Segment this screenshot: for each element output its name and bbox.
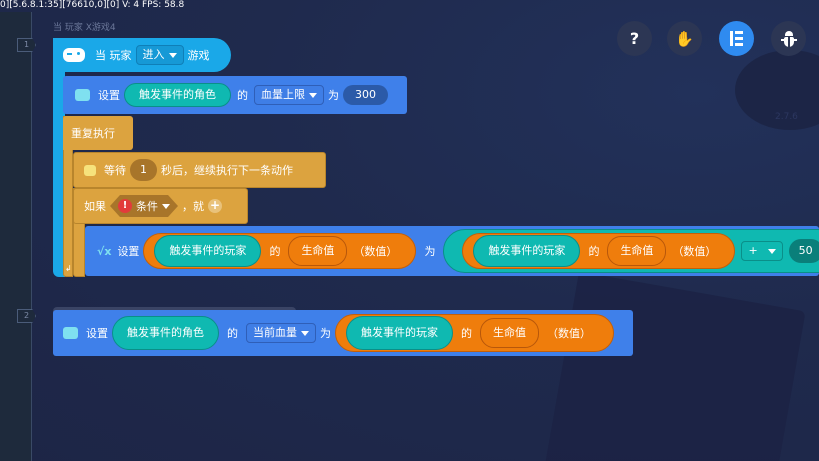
event-when-label: 当 玩家 (95, 49, 132, 62)
line-number-2[interactable]: 2 (17, 309, 36, 323)
to-label: 为 (424, 245, 436, 258)
property-hp-pill[interactable]: 生命值 (607, 236, 667, 266)
of-label: 的 (269, 245, 281, 258)
type-label: （数值） (672, 245, 717, 258)
hand-tool-button[interactable]: ✋ (667, 21, 702, 56)
loop-arrow-icon: ↲ (65, 264, 72, 273)
if-label: 如果 (84, 200, 106, 213)
script-title: 当 玩家 X游戏4 (53, 23, 116, 33)
to-label: 为 (320, 327, 331, 340)
math-expression-reporter[interactable]: 触发事件的玩家 的 生命值 （数值） + 50 (443, 229, 819, 273)
help-icon: ? (629, 29, 640, 48)
chevron-down-icon (162, 204, 170, 209)
trigger-character-pill[interactable]: 触发事件的角色 (124, 83, 231, 107)
property-dropdown[interactable]: 血量上限 (254, 85, 324, 105)
set-hp-block[interactable]: √x 设置 触发事件的玩家 的 生命值 （数值） 为 触发事件的玩家 的 生命值… (85, 226, 819, 276)
bug-icon (780, 30, 797, 47)
of-label: 的 (461, 327, 472, 340)
set-label: 设置 (86, 327, 108, 340)
max-hp-value-input[interactable]: 300 (343, 85, 388, 105)
property-hp-pill[interactable]: 生命值 (480, 318, 539, 348)
wait-seconds-input[interactable]: 1 (130, 159, 157, 181)
line-gutter (0, 12, 32, 461)
wait-after-label: 秒后，继续执行下一条动作 (161, 164, 293, 177)
debug-info-bar: 0][5.6.8.1:35][76610,0][0] V: 4 FPS: 58.… (0, 0, 185, 10)
set-max-hp-block[interactable]: 设置 触发事件的角色 的 血量上限 为 300 (63, 76, 407, 114)
player-property-reporter[interactable]: 触发事件的玩家 的 生命值 （数值） (335, 314, 614, 352)
wait-icon (84, 164, 96, 176)
operand-input[interactable]: 50 (788, 239, 819, 263)
chevron-down-icon (309, 92, 317, 98)
background-version-text: 2.7.6 (775, 112, 798, 122)
blocks-view-button[interactable] (719, 21, 754, 56)
event-type-dropdown[interactable]: 进入 (135, 45, 184, 65)
set-label: 设置 (117, 245, 140, 258)
type-label: （数值） (353, 245, 398, 258)
hand-icon: ✋ (675, 29, 694, 48)
line-number-1[interactable]: 1 (17, 38, 36, 52)
event-player-enter-block[interactable]: 当 玩家 进入 游戏 (53, 38, 231, 72)
chevron-down-icon (301, 330, 309, 336)
operator-dropdown[interactable]: + (741, 241, 783, 261)
to-label: 为 (328, 89, 339, 102)
warning-icon: ! (118, 199, 132, 213)
wait-label: 等待 (104, 164, 126, 177)
character-icon (75, 89, 90, 101)
repeat-label: 重复执行 (71, 127, 115, 140)
gamepad-icon (63, 48, 85, 62)
wait-block[interactable]: 等待 1 秒后，继续执行下一条动作 (73, 152, 326, 188)
formula-icon: √x (97, 244, 112, 258)
property-value: 血量上限 (261, 88, 305, 101)
operator-value: + (748, 244, 758, 257)
character-icon (63, 327, 78, 339)
condition-label: 条件 (136, 200, 158, 213)
property-dropdown[interactable]: 当前血量 (246, 323, 316, 343)
then-label: ，就 (182, 200, 204, 213)
set-label: 设置 (98, 89, 120, 102)
of-label: 的 (588, 245, 600, 258)
set-current-hp-block[interactable]: 设置 触发事件的角色 的 当前血量 为 触发事件的玩家 的 生命值 （数值） (53, 310, 633, 356)
event-block-rail (53, 38, 65, 277)
help-button[interactable]: ? (617, 21, 652, 56)
condition-slot[interactable]: ! 条件 (110, 195, 178, 217)
chevron-down-icon (767, 248, 776, 254)
event-game-label: 游戏 (187, 49, 210, 62)
debug-button[interactable] (771, 21, 806, 56)
chevron-down-icon (168, 52, 177, 58)
of-label: 的 (237, 89, 248, 102)
if-block[interactable]: 如果 ! 条件 ，就 + (73, 188, 248, 224)
property-hp-pill[interactable]: 生命值 (288, 236, 348, 266)
of-label: 的 (227, 327, 238, 340)
event-type-value: 进入 (142, 48, 165, 61)
trigger-character-pill[interactable]: 触发事件的角色 (112, 316, 219, 350)
repeat-forever-block[interactable]: 重复执行 (63, 116, 133, 150)
property-value: 当前血量 (253, 326, 297, 339)
add-branch-button[interactable]: + (208, 198, 222, 213)
blocks-icon (730, 31, 743, 46)
player-property-reporter[interactable]: 触发事件的玩家 的 生命值 （数值） (143, 233, 417, 269)
trigger-player-pill[interactable]: 触发事件的玩家 (154, 235, 262, 267)
trigger-player-pill[interactable]: 触发事件的玩家 (346, 316, 453, 350)
trigger-player-pill[interactable]: 触发事件的玩家 (473, 235, 581, 267)
player-property-reporter[interactable]: 触发事件的玩家 的 生命值 （数值） (462, 233, 736, 269)
background-decoration (735, 50, 819, 130)
type-label: （数值） (547, 327, 591, 340)
